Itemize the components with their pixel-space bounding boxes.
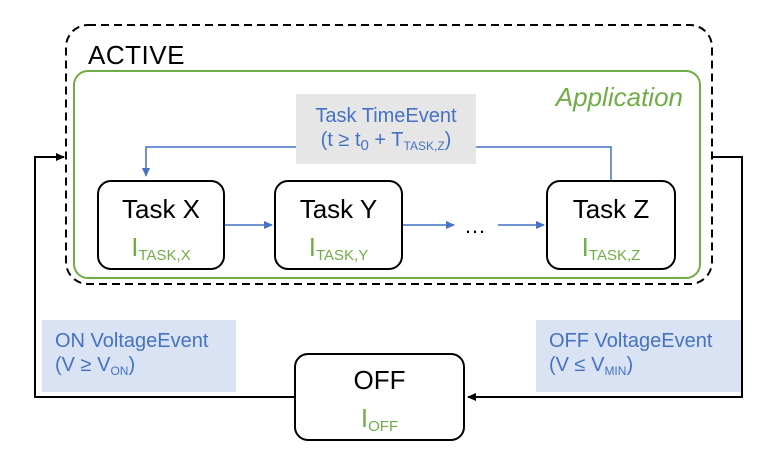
task-y-current-base: I [308,232,316,262]
task-y-state: Task Y ITASK,Y [274,180,403,270]
task-z-current-base: I [581,232,589,262]
arrow-active-to-off [467,156,743,401]
task-x-current-base: I [131,232,139,262]
task-z-state: Task Z ITASK,Z [546,180,676,270]
on-voltage-event-title: ON VoltageEvent [55,330,209,352]
off-voltage-cond-close: ) [626,354,634,376]
off-voltage-cond-sub: MIN [604,364,627,378]
on-voltage-cond-open: (V ≥ V [55,354,111,376]
task-time-cond-close: ) [444,129,452,151]
off-voltage-event-box: OFF VoltageEvent (V ≤ VMIN) [536,320,741,392]
active-state-label: ACTIVE [88,40,185,70]
arrow-off-to-active [34,153,294,398]
task-z-current-sub: TASK,Z [588,247,641,264]
task-time-cond-T-sub: TASK,Z [403,139,445,153]
off-state: OFF IOFF [294,353,465,441]
task-z-label: Task Z [572,194,650,224]
active-state-container [65,24,713,285]
task-time-cond-open: (t ≥ t [320,129,361,151]
task-x-current-sub: TASK,X [138,247,191,264]
off-voltage-event-title: OFF VoltageEvent [549,330,713,352]
application-label: Application [555,82,683,112]
off-current-sub: OFF [368,418,399,435]
task-time-cond-t-sub: 0 [360,137,369,154]
task-sequence-ellipsis: … [464,213,486,238]
task-time-cond-plus: + T [368,129,404,151]
off-voltage-event-condition: (V ≤ VMIN) [549,353,741,377]
task-time-event-box: Task TimeEvent (t ≥ t0 + TTASK,Z) [296,94,476,164]
on-voltage-event-condition: (V ≥ VON) [55,353,236,377]
on-voltage-event-box: ON VoltageEvent (V ≥ VON) [42,320,236,392]
task-x-state: Task X ITASK,X [97,180,225,270]
off-current-base: I [360,403,369,433]
task-y-label: Task Y [299,194,378,224]
off-state-current: IOFF [296,403,463,435]
task-z-current: ITASK,Z [548,232,674,264]
task-y-current-sub: TASK,Y [315,247,369,264]
task-x-label: Task X [121,194,201,224]
task-time-event-title: Task TimeEvent [315,105,457,127]
off-voltage-cond-open: (V ≤ V [549,354,605,376]
off-state-label: OFF [353,365,406,395]
application-container [73,70,701,279]
task-x-current: ITASK,X [99,232,223,264]
on-voltage-cond-sub: ON [110,364,129,378]
task-time-event-condition: (t ≥ t0 + TTASK,Z) [296,128,476,154]
on-voltage-cond-close: ) [128,354,136,376]
task-y-current: ITASK,Y [276,232,401,264]
